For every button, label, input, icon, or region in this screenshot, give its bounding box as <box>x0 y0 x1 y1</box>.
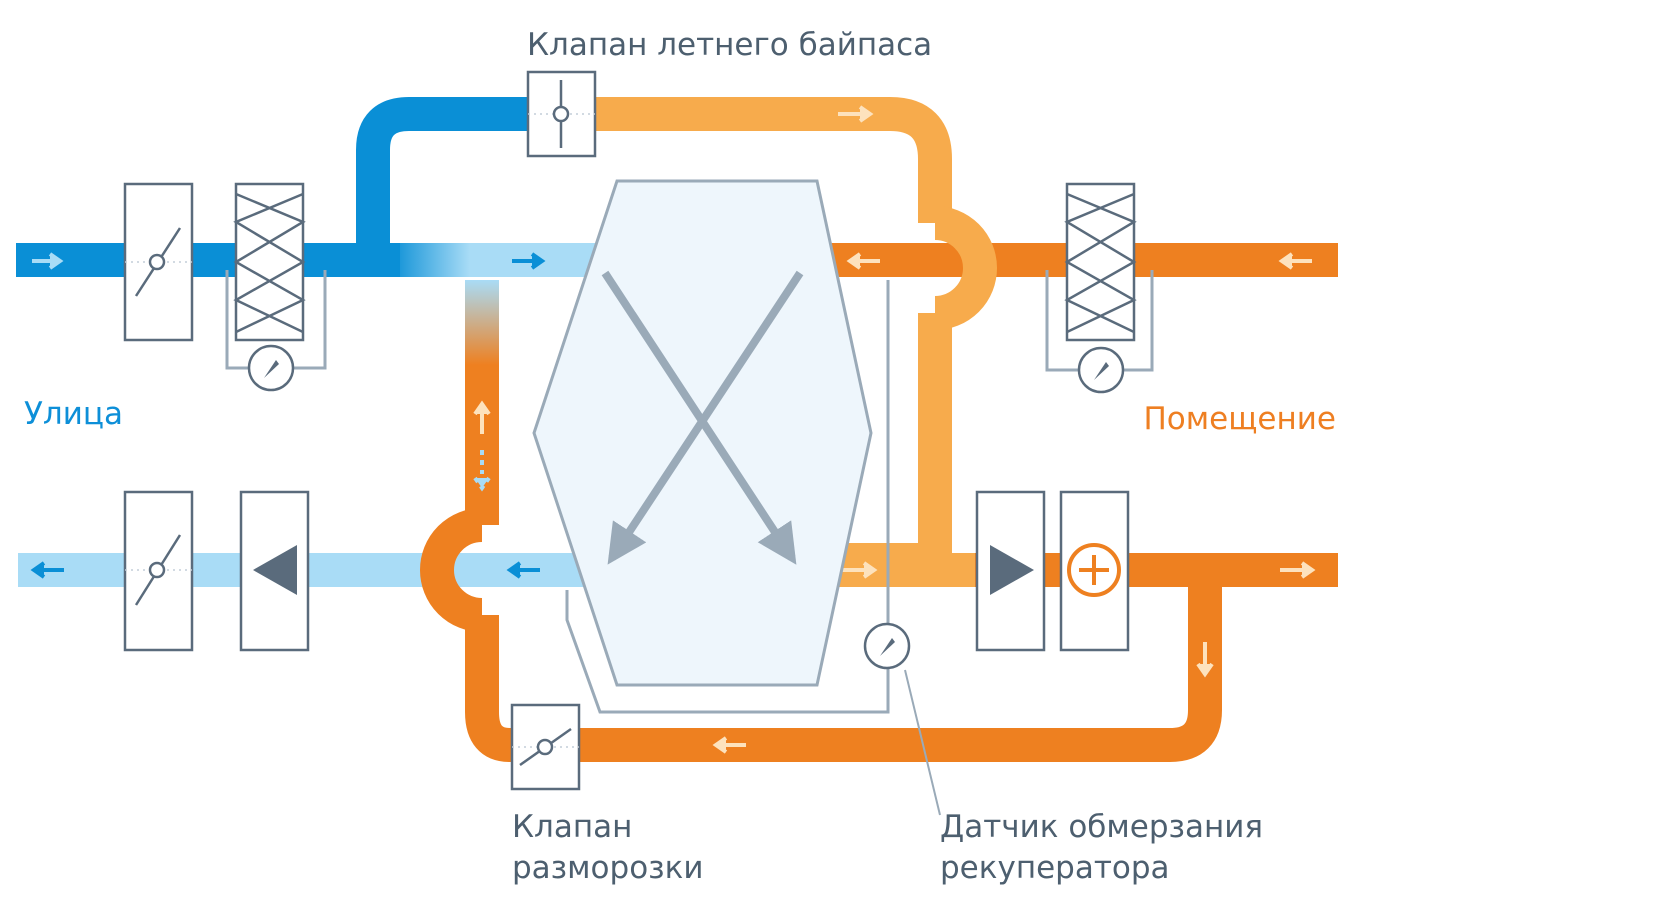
street-label: Улица <box>24 396 123 432</box>
filter-zigzag-icon <box>233 192 306 334</box>
defrost-valve-label-line1: Клапан <box>512 809 632 845</box>
frost-sensor-leader <box>904 669 941 816</box>
arrow-right-icon <box>842 561 878 579</box>
flow-arrows <box>30 105 1316 754</box>
gauge-icon <box>880 638 895 656</box>
bypass-valve-label: Клапан летнего байпаса <box>527 27 932 63</box>
exhaust-fan <box>239 490 310 652</box>
supply-fan <box>975 490 1046 652</box>
return-filter <box>1045 182 1154 394</box>
arrow-up-icon <box>473 400 491 434</box>
triangle-play-icon <box>990 545 1034 595</box>
arrow-right-icon <box>1280 561 1316 579</box>
gauge-icon <box>1094 362 1109 380</box>
room-label: Помещение <box>1144 401 1337 437</box>
frost-sensor-label-line1: Датчик обмерзания <box>940 809 1263 845</box>
exchanger-flow-arrow <box>601 270 797 565</box>
arrow-right-icon <box>838 105 874 123</box>
arrow-left-icon <box>506 561 540 579</box>
exchanger-flow-arrow <box>607 270 804 565</box>
frost-sensor-tube <box>565 280 890 714</box>
plate-heat-exchanger <box>532 179 873 687</box>
arrow-left-icon <box>846 252 880 270</box>
arrow-right-icon <box>512 252 546 270</box>
arrow-left-icon <box>30 561 64 579</box>
intake-damper <box>123 182 194 342</box>
defrost-valve <box>510 703 581 791</box>
bypass-duct-warm <box>588 97 952 223</box>
frost-sensor-label-line2: рекуператора <box>940 850 1170 886</box>
intake-filter <box>225 182 327 392</box>
frost-sensor <box>863 622 911 670</box>
bypass-crossover <box>934 206 997 330</box>
exhaust-damper <box>123 490 194 652</box>
defrost-crossover <box>420 508 483 632</box>
gauge-icon <box>264 360 279 378</box>
arrow-down-icon <box>1196 642 1214 678</box>
summer-bypass-valve <box>526 70 597 158</box>
defrost-loop-duct <box>465 570 1222 762</box>
arrow-down-dotted-icon <box>473 450 491 492</box>
arrow-left-icon <box>1278 252 1312 270</box>
triangle-play-icon <box>253 545 297 595</box>
supply-heater <box>1059 490 1130 652</box>
defrost-valve-label-line2: разморозки <box>512 850 704 886</box>
arrow-left-icon <box>712 736 746 754</box>
bypass-duct-blue <box>356 97 540 260</box>
filter-zigzag-icon <box>1064 192 1137 334</box>
arrow-right-icon <box>32 252 64 270</box>
